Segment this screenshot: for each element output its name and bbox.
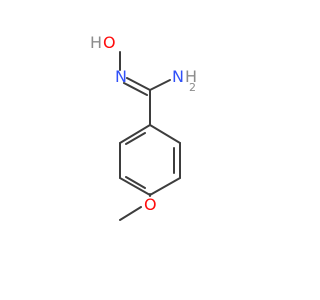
molecule-canvas: H O N N H 2 O <box>90 33 198 221</box>
bond-ring-inner-3 <box>125 132 146 145</box>
structure-diagram: H O N N H 2 O <box>90 33 197 221</box>
hydroxyl-o-label: O <box>103 33 116 52</box>
amine-h-label: H <box>185 67 197 86</box>
atom-labels: H O N N H 2 O <box>90 33 197 214</box>
bonds <box>119 51 181 221</box>
bond-c-n-amine <box>149 79 171 91</box>
bond-ring-1 <box>149 124 181 144</box>
amine-h-count-label: 2 <box>189 81 196 94</box>
bond-ring-6 <box>119 124 151 144</box>
oxime-n-label: N <box>115 67 127 86</box>
bond-ring-3 <box>149 177 181 196</box>
bond-ring-4 <box>119 177 151 196</box>
amine-n-label: N <box>172 67 184 86</box>
bond-c-n-oxime-1 <box>126 77 151 91</box>
bond-ring-inner-2 <box>125 176 146 189</box>
methoxy-o-label: O <box>144 195 157 214</box>
bond-o-methyl <box>119 206 142 221</box>
hydroxyl-h-label: H <box>90 33 102 52</box>
bond-c-n-oxime-2 <box>123 82 148 96</box>
